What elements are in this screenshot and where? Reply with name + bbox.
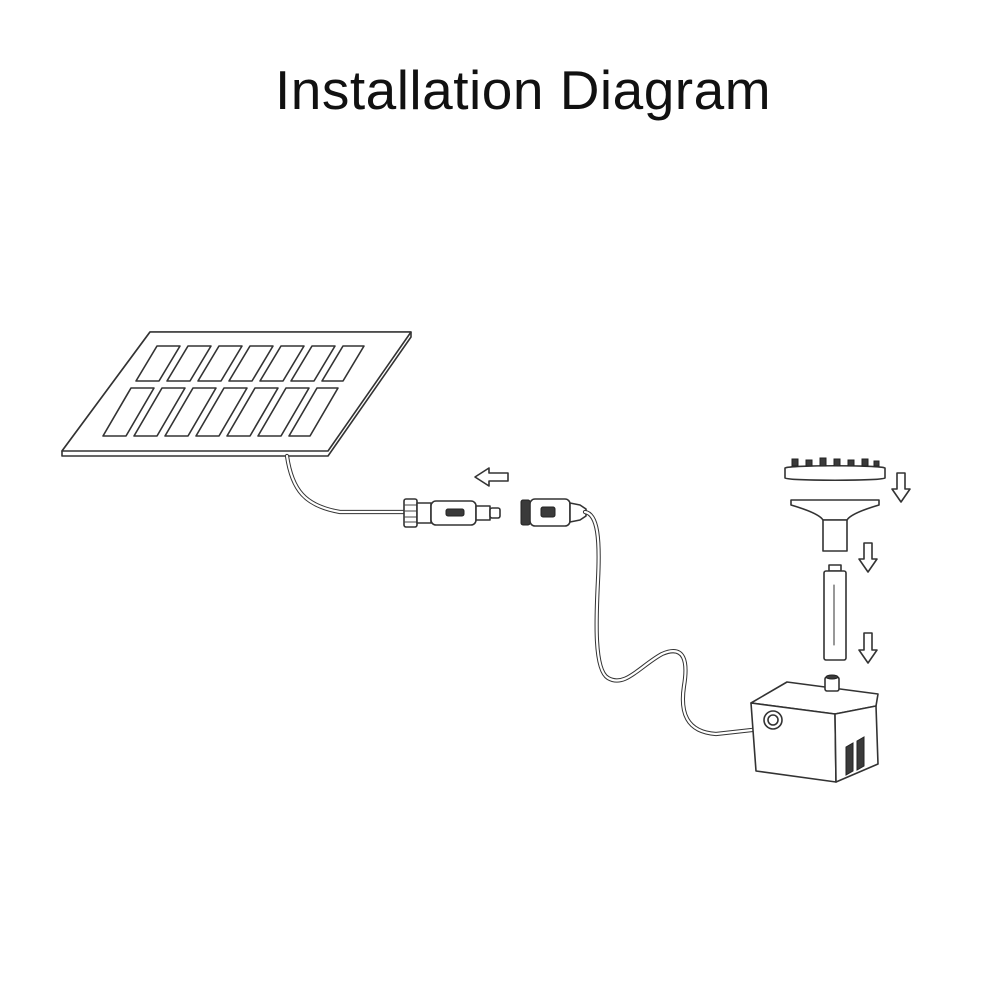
solar-panel-icon	[61, 331, 412, 457]
funnel-icon	[790, 499, 880, 552]
female-socket-icon	[520, 498, 587, 527]
pump-icon	[750, 674, 879, 783]
tube-icon	[823, 564, 847, 661]
arrow-down-icon	[891, 472, 911, 503]
solar-cells	[102, 345, 365, 437]
arrow-down-icon	[858, 632, 878, 664]
arrow-down-icon	[858, 542, 878, 573]
arrow-left-icon	[474, 467, 509, 487]
panel-cable	[284, 453, 408, 515]
page-title: Installation Diagram	[274, 59, 772, 121]
nozzle-icon	[784, 457, 886, 482]
male-plug-icon	[403, 498, 501, 528]
pump-cable	[582, 509, 771, 737]
